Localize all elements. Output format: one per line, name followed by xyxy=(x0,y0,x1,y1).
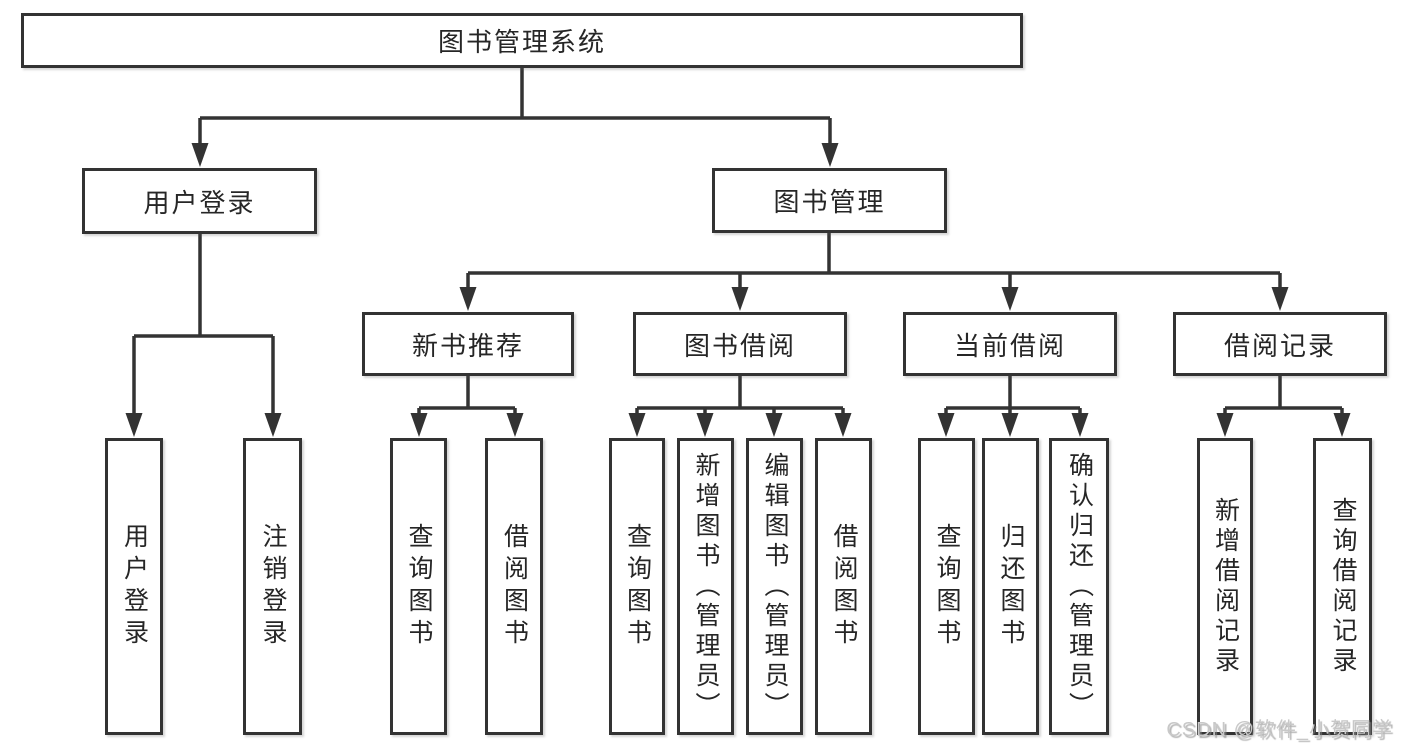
leaf-add-books-admin: 新增图书（管理员） xyxy=(677,438,734,735)
node-new-book-recommendation: 新书推荐 xyxy=(362,312,574,376)
node-current-borrowing: 当前借阅 xyxy=(903,312,1117,376)
leaf-return-books: 归还图书 xyxy=(982,438,1039,735)
leaf-query-books-borrow: 查询图书 xyxy=(609,438,665,735)
leaf-edit-books-admin: 编辑图书（管理员） xyxy=(746,438,803,735)
node-library-management-system: 图书管理系统 xyxy=(21,13,1023,68)
leaf-borrow-books-recommend: 借阅图书 xyxy=(485,438,543,735)
leaf-confirm-return-admin: 确认归还（管理员） xyxy=(1049,438,1109,735)
leaf-add-borrow-record: 新增借阅记录 xyxy=(1197,438,1253,735)
leaf-query-books-recommend: 查询图书 xyxy=(390,438,447,735)
csdn-watermark: CSDN @软件_小贺同学 xyxy=(1166,719,1393,741)
node-user-login: 用户登录 xyxy=(82,168,317,234)
node-book-borrowing: 图书借阅 xyxy=(633,312,847,376)
node-book-management: 图书管理 xyxy=(712,168,947,233)
leaf-query-books-current: 查询图书 xyxy=(918,438,975,735)
leaf-query-borrow-record: 查询借阅记录 xyxy=(1313,438,1372,735)
leaf-user-login: 用户登录 xyxy=(105,438,163,735)
node-borrowing-records: 借阅记录 xyxy=(1173,312,1387,376)
leaf-borrow-books: 借阅图书 xyxy=(815,438,872,735)
leaf-logout: 注销登录 xyxy=(243,438,302,735)
